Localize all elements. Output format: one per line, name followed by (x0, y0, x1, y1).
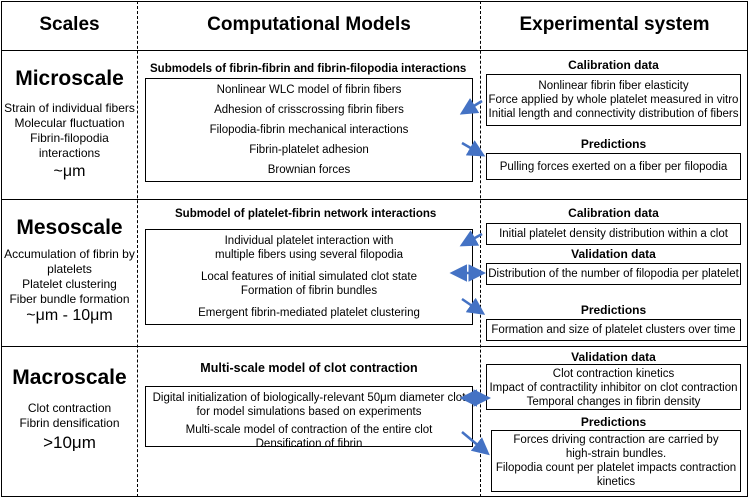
micro-model-title: Submodels of fibrin-fibrin and fibrin-fi… (150, 63, 467, 75)
mesoscale-unit: ~μm - 10μm (26, 307, 113, 324)
macroscale-description: Clot contraction Fibrin densification (19, 401, 120, 430)
microscale-description: Strain of individual fibers Molecular fl… (4, 101, 135, 160)
macro-prediction-item: Forces driving contraction are carried b… (513, 434, 719, 446)
micro-predictions-title: Predictions (580, 137, 647, 151)
macro-validation-item: Impact of contractility inhibitor on clo… (489, 382, 738, 394)
macro-model-box: Digital initialization of biologically-r… (145, 386, 473, 450)
micro-calibration-item: Nonlinear fibrin fiber elasticity (538, 80, 689, 92)
header-experimental-system: Experimental system (519, 14, 710, 35)
macro-prediction-arrow (461, 431, 490, 456)
macroscale-title: Macroscale (12, 366, 127, 389)
micro-model-box: Nonlinear WLC model of fibrin fibers Adh… (145, 78, 473, 182)
meso-calibration-box: Initial platelet density distribution wi… (486, 223, 741, 245)
meso-model-item: Local features of initial simulated clot… (200, 271, 418, 283)
macro-model-title: Multi-scale model of clot contraction (200, 361, 418, 375)
meso-model-title: Submodel of platelet-fibrin network inte… (175, 208, 437, 220)
micro-calibration-item: Initial length and connectivity distribu… (488, 108, 739, 120)
meso-predictions-title: Predictions (580, 303, 647, 317)
macro-validation-title: Validation data (571, 350, 656, 364)
microscale-unit: ~μm (53, 163, 86, 180)
macro-model-item: Densification of fibrin (255, 438, 363, 450)
micro-model-item: Filopodia-fibrin mechanical interactions (209, 124, 409, 136)
micro-predictions-box: Pulling forces exerted on a fiber per fi… (486, 153, 741, 180)
macro-validation-item: Temporal changes in fibrin density (526, 396, 701, 408)
micro-model-item: Fibrin-platelet adhesion (249, 144, 369, 156)
meso-validation-box: Distribution of the number of filopodia … (486, 263, 741, 285)
mesoscale-description: Accumulation of fibrin by platelets Plat… (4, 247, 135, 306)
meso-model-item: Emergent fibrin-mediated platelet cluste… (198, 307, 420, 319)
macro-model-item: Multi-scale model of contraction of the … (185, 424, 433, 436)
micro-calibration-title: Calibration data (568, 58, 659, 72)
micro-prediction-arrow (461, 140, 486, 157)
meso-prediction-item: Formation and size of platelet clusters … (491, 324, 736, 336)
macroscale-unit: >10μm (43, 433, 96, 452)
meso-model-box: Individual platelet interaction with mul… (145, 229, 473, 325)
micro-prediction-item: Pulling forces exerted on a fiber per fi… (499, 161, 728, 173)
macro-validation-item: Clot contraction kinetics (552, 368, 675, 380)
micro-calibration-arrow (459, 98, 483, 115)
micro-calibration-box: Nonlinear fibrin fiber elasticity Force … (486, 74, 741, 126)
microscale-title: Microscale (15, 67, 124, 90)
meso-calibration-item: Initial platelet density distribution wi… (499, 228, 728, 240)
meso-validation-title: Validation data (571, 247, 656, 261)
macro-predictions-box: Forces driving contraction are carried b… (491, 430, 741, 492)
meso-validation-item: Distribution of the number of filopodia … (488, 268, 739, 280)
meso-macro-divider (1, 346, 748, 347)
macro-prediction-item: high-strain bundles. (565, 448, 667, 460)
micro-model-item: Brownian forces (267, 164, 351, 176)
header-scales: Scales (39, 14, 100, 35)
column-divider-1 (137, 1, 138, 497)
mesoscale-title: Mesoscale (16, 216, 123, 239)
header-divider (1, 50, 748, 51)
meso-calibration-title: Calibration data (568, 206, 659, 220)
meso-model-item: Formation of fibrin bundles (240, 285, 378, 297)
meso-model-item: multiple fibers using several filopodia (215, 249, 403, 261)
meso-prediction-arrow (461, 297, 486, 315)
meso-model-item: Individual platelet interaction with (224, 235, 394, 247)
column-divider-2 (480, 1, 481, 497)
macro-predictions-title: Predictions (580, 415, 647, 429)
macro-prediction-item: Filopodia count per platelet impacts con… (495, 462, 737, 474)
meso-predictions-box: Formation and size of platelet clusters … (486, 319, 741, 341)
meso-calibration-arrow (459, 230, 483, 247)
micro-model-item: Nonlinear WLC model of fibrin fibers (216, 84, 402, 96)
macro-prediction-item: kinetics (596, 476, 636, 488)
micro-calibration-item: Force applied by whole platelet measured… (488, 94, 739, 106)
micro-model-item: Adhesion of crisscrossing fibrin fibers (214, 104, 404, 116)
header-computational-models: Computational Models (207, 14, 411, 35)
macro-model-item: Digital initialization of biologically-r… (152, 392, 466, 404)
macro-validation-box: Clot contraction kinetics Impact of cont… (486, 364, 741, 410)
macro-model-item: for model simulations based on experimen… (196, 406, 422, 418)
micro-meso-divider (1, 199, 748, 200)
